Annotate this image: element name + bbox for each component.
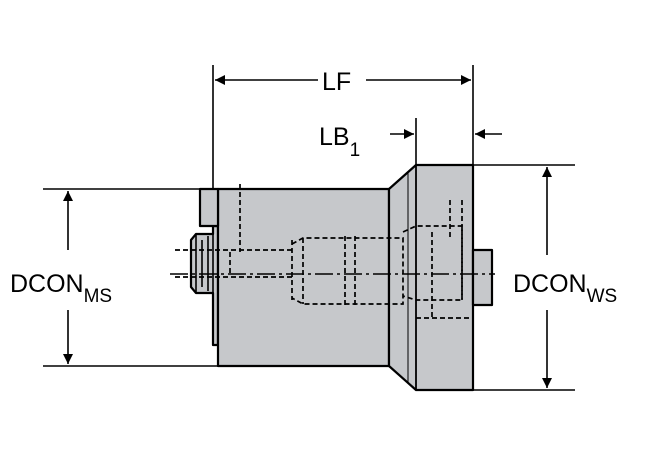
hidden-lines	[175, 184, 470, 319]
dcon-ws-label-main: DCON	[513, 270, 587, 298]
lf-label: LF	[322, 68, 351, 96]
flange-face-lines	[407, 165, 417, 390]
ms-shank	[189, 224, 220, 347]
shank-grooves	[195, 234, 214, 293]
ws-spigot	[471, 248, 494, 307]
lb1-label: LB1	[319, 123, 360, 161]
dcon-ms-label-main: DCON	[10, 270, 84, 298]
dimension-lines	[43, 65, 575, 391]
flange	[387, 163, 475, 392]
main-body	[216, 187, 391, 368]
key-tab	[198, 187, 220, 228]
dcon-ws-label: DCONWS	[513, 270, 617, 307]
lb1-label-main: LB	[319, 123, 350, 151]
dcon-ms-label: DCONMS	[10, 270, 112, 307]
dcon-ws-label-sub: WS	[587, 286, 618, 307]
part-body	[189, 163, 494, 392]
lb1-label-sub: 1	[350, 140, 361, 161]
dcon-ms-label-sub: MS	[84, 286, 113, 307]
